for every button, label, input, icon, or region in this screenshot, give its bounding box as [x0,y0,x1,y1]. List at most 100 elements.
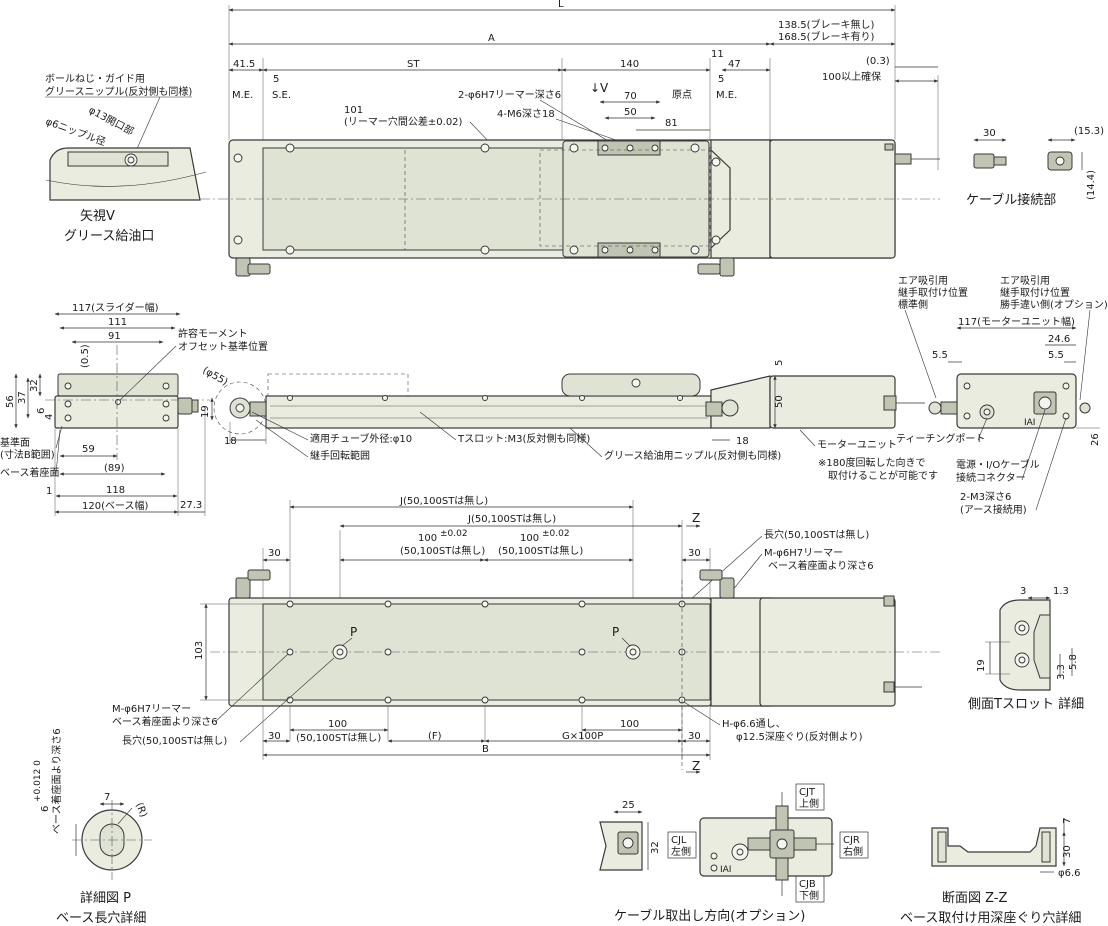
dim-27-3: 27.3 [180,500,202,511]
label-se: S.E. [272,90,291,101]
dim-55: (φ55) [201,365,230,388]
dim-5-5a: 5.5 [932,350,948,361]
cable-dim-14-4: (14.4) [1086,170,1097,200]
dim-5-side: 5 [774,360,785,366]
dim-91: 91 [108,331,121,342]
detail-p-caption2: ベース長穴詳細 [56,910,146,926]
ref-range: (寸法B範囲) [0,448,55,461]
cable-direction: 25 32 CJL 左側 IAI CJT 上側 CJR 右側 CJB 下側 ケー… [599,783,869,924]
dim-F: (F) [428,731,442,742]
air1-c: 標準側 [898,298,928,311]
dim-41-5: 41.5 [233,59,255,70]
view-v-caption2: グリース給油口 [64,229,154,244]
bottom-view: J(50,100STは無し) J(50,100STは無し) Z 30 30 10… [112,494,940,774]
section-zz: 7 30 φ6.6 断面図 Z-Z ベース取付け用深座ぐり穴詳細 [900,818,1081,926]
dim-118: 118 [106,485,125,496]
logo-iai-small: IAI [720,865,731,875]
dim-J1: J(50,100STは無し) [399,494,488,507]
cjl-side: 左側 [671,845,691,858]
zz-dim-30: 30 [1062,845,1073,858]
view-v-caption1: 矢視V [80,209,115,224]
dim-70: 70 [624,91,637,102]
dim-89: (89) [104,463,125,474]
tube-note: 適用チューブ外径:φ10 [310,432,412,445]
cable-dir-caption: ケーブル取出し方向(オプション) [614,908,805,924]
dim-5a: 5 [273,74,279,85]
m3-note1: 2-M3深さ6 [960,491,1011,503]
dim-30c: 30 [268,731,281,742]
zz-caption2: ベース取付け用深座ぐり穴詳細 [900,910,1081,926]
rotation-note1: ※180度回転した向きで [818,456,925,469]
slot-left: 長穴(50,100STは無し) [122,734,227,747]
dim-B: B [482,744,489,755]
dim-brake-with: 168.5(ブレーキ有り) [778,30,875,43]
none-c: (50,100STは無し) [296,731,381,744]
rotation-note2: 取付けることが可能です [828,469,938,482]
label-me-left: M.E. [232,90,253,101]
dim-100a: 100 [418,533,437,544]
cjb-code: CJB [799,879,816,890]
dim-56: 56 [5,395,16,408]
tslot-caption: 側面Tスロット 詳細 [968,696,1084,712]
none-a: (50,100STは無し) [400,544,485,557]
air2-b: 継手取付け位置 [1000,286,1070,299]
detail-p-dim-r: (R) [133,801,148,819]
tslot-dim-1-3: 1.3 [1053,586,1069,597]
z-label-top: Z [692,511,700,525]
cjt-code: CJT [799,787,816,798]
dim-100-clear: 100以上確保 [822,70,881,83]
tol-b: ±0.02 [542,529,570,539]
dim-100b: 100 [520,533,539,544]
detail-p-dim-7: 7 [104,792,110,803]
reamer-tolerance: (リーマー穴間公差±0.02) [344,115,463,128]
cjl-code: CJL [671,835,687,846]
view-v-detail: ボールねじ・ガイド用 グリースニップル(反対側も同様) φ13開口部 φ6ニップ… [44,73,207,244]
dim-J2: J(50,100STは無し) [467,512,556,525]
dim-26: 26 [1090,433,1101,446]
dim-101: 101 [344,105,363,116]
dim-5-5b: 5.5 [1048,350,1064,361]
detail-p-depth: ベース着座面より深さ6 [50,728,63,834]
ref-plane: 基準面 [0,436,30,449]
cable-dim-30: 30 [983,128,996,139]
dim-100d: 100 [620,719,639,730]
cable-dir-dim-32: 32 [650,841,661,854]
cable-connection-detail: 30 (15.3) (14.4) ケーブル接続部 [966,126,1104,208]
motor-end-view: エア吸引用 継手取付け位置 標準側 エア吸引用 継手取付け位置 勝手違い側(オプ… [896,275,1108,516]
top-view: L A 138.5(ブレーキ無し) 168.5(ブレーキ有り) (0.3) 10… [200,0,940,277]
dim-47: 47 [728,59,741,70]
cable-dir-dim-25: 25 [622,800,635,811]
label-p2: P [612,625,619,639]
dim-32: 32 [29,379,40,392]
cjt-side: 上側 [799,797,819,810]
base-width: 120(ベース幅) [82,499,148,512]
label-me-right: M.E. [716,90,737,101]
view-v-note1: ボールねじ・ガイド用 [45,73,145,85]
m6-tap-note: 4-M6深さ18 [497,108,555,120]
dim-5b: 5 [718,74,724,85]
dim-18b: 18 [736,436,749,447]
tslot-dim-3-3: 3.3 [1056,664,1067,680]
air2-c: 勝手違い側(オプション) [1000,298,1108,311]
tslot-dim-3: 3 [1020,586,1026,597]
zz-caption1: 断面図 Z-Z [942,891,1008,906]
dim-G: G×100P [562,731,603,742]
dim-111: 111 [108,317,127,328]
dim-0-5: (0.5) [80,344,91,368]
dim-50: 50 [624,107,637,118]
detail-p-tolerance: +0.012 0 [33,760,43,802]
cable-dim-15-3: (15.3) [1074,126,1104,137]
zz-dim-7: 7 [1062,818,1073,824]
slot-note: 長穴(50,100STは無し) [764,528,869,541]
dim-18a: 18 [224,436,237,447]
dim-59: 59 [82,444,95,455]
label-p1: P [350,625,357,639]
dim-30b: 30 [688,548,701,559]
grease-note: グリース給油用ニップル(反対側も同様) [604,449,781,462]
detail-p: 7 (R) 6 +0.012 0 ベース着座面より深さ6 詳細図 P ベース長穴… [33,728,152,926]
air2-a: エア吸引用 [1000,275,1050,287]
tslot-dim-5-8: 5.8 [1068,654,1079,670]
view-v-note2: グリースニップル(反対側も同様) [45,85,192,98]
zz-dim-6-6: φ6.6 [1058,868,1081,879]
